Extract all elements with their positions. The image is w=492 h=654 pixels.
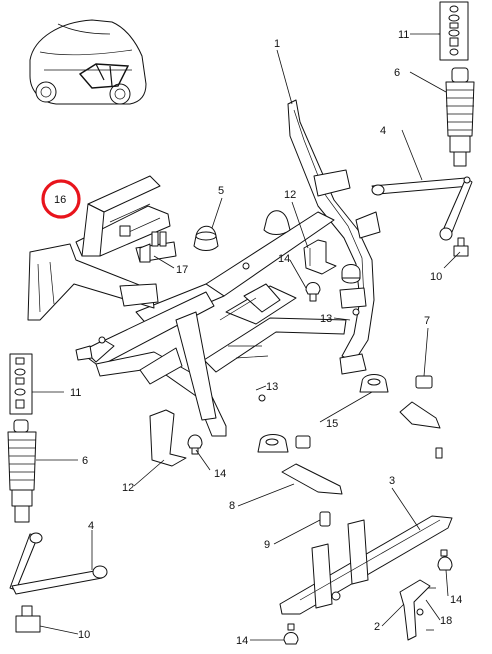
callout-5: 5 (218, 185, 224, 197)
ball-joint-part-10-lower (15, 605, 41, 633)
callout-13-upper: 13 (320, 313, 332, 325)
bumpstop-part-14-upper (305, 282, 321, 302)
callout-2: 2 (374, 621, 380, 633)
callout-13-lower: 13 (266, 381, 278, 393)
car-thumbnail (29, 19, 147, 105)
callout-10-right: 10 (430, 271, 442, 283)
bumpstop-part-14-right (437, 549, 453, 571)
bumpstop-part-14-bottom (283, 623, 299, 645)
spacer-part-7 (415, 375, 433, 389)
callout-9: 9 (264, 539, 270, 551)
callout-14-right: 14 (450, 594, 462, 606)
callout-14-upper: 14 (278, 253, 290, 265)
ball-joint-part-10-upper (453, 237, 469, 257)
bumpstop-part-14-mid (187, 434, 203, 455)
callout-15: 15 (326, 418, 338, 430)
highlight-circle (41, 179, 81, 219)
callout-1: 1 (274, 38, 280, 50)
callout-14-bottom: 14 (236, 635, 248, 647)
bushing-part-5 (193, 225, 219, 251)
bushing-top (263, 210, 291, 235)
shock-absorber-part-6-right (445, 67, 475, 167)
bracket-part-12-upper (303, 239, 337, 275)
callout-8: 8 (229, 500, 235, 512)
control-arm-part-4-lower (9, 532, 108, 595)
subframe-part-1 (27, 99, 381, 437)
callout-16: 16 (54, 194, 66, 206)
mount-part-15 (257, 374, 389, 453)
hardware-kit-part-11-right (439, 1, 469, 61)
bracket-part-12-lower (149, 409, 187, 467)
control-arm-part-4-upper (371, 176, 473, 241)
bracket-part-16 (75, 175, 171, 257)
bracket-part-2 (399, 579, 431, 641)
hardware-kit-part-11-left (9, 353, 33, 415)
bracket-part-17 (135, 231, 177, 263)
callout-3: 3 (389, 475, 395, 487)
bolt-part-18 (426, 587, 436, 631)
callout-labels: 1 11 6 4 5 12 14 10 17 7 13 13 15 14 12 … (54, 29, 462, 647)
callout-6-left: 6 (82, 455, 88, 467)
crossmember-part-3 (279, 515, 453, 615)
callout-18: 18 (440, 615, 452, 627)
callout-11-right: 11 (398, 29, 409, 41)
callout-14-mid: 14 (214, 468, 226, 480)
callout-6-right: 6 (394, 67, 400, 79)
callout-12-upper: 12 (284, 189, 296, 201)
bracket-part-8 (281, 463, 343, 495)
callout-4-right: 4 (380, 125, 386, 137)
shock-absorber-part-6-left (7, 419, 37, 523)
bracket-right-mount (399, 401, 443, 459)
callout-4-left: 4 (88, 520, 94, 532)
callout-17: 17 (176, 264, 188, 276)
callout-11-left: 11 (70, 387, 81, 399)
leader-lines (32, 33, 461, 641)
spacer-part-9 (319, 511, 331, 527)
mount-part-13-upper (341, 264, 361, 284)
callout-10-left: 10 (78, 629, 90, 641)
callout-12-lower: 12 (122, 482, 134, 494)
callout-7: 7 (424, 315, 430, 327)
